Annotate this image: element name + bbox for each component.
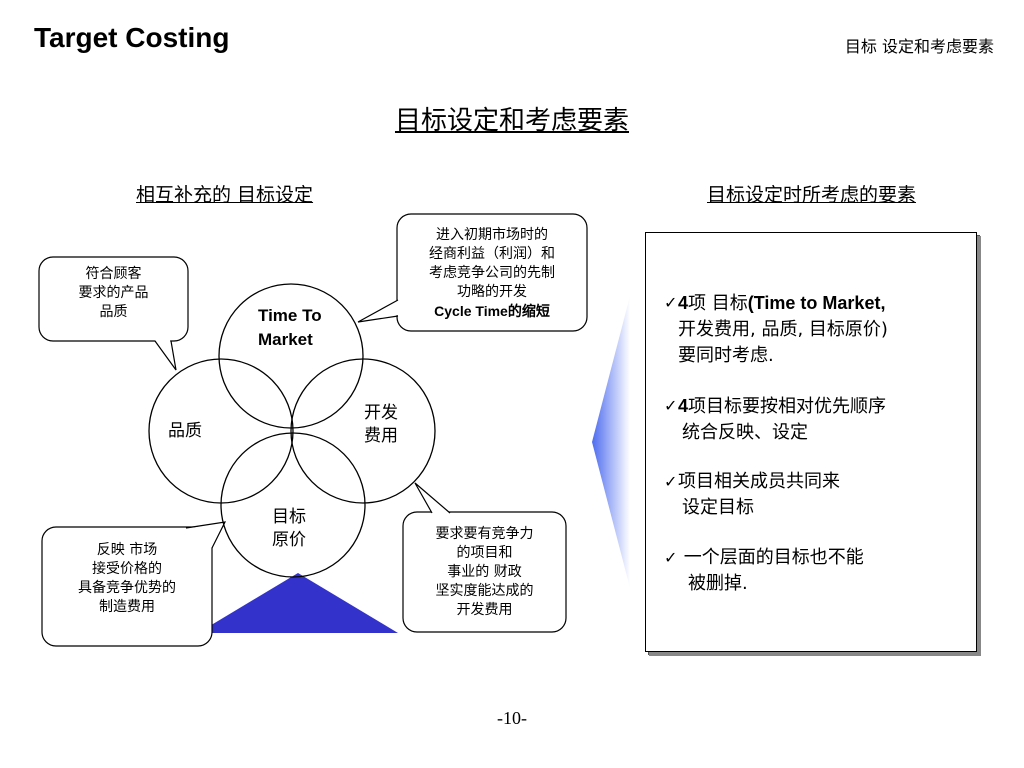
callout-target-cost <box>41 526 213 647</box>
circle-target-cost <box>220 432 366 578</box>
circle-label-time: Time To Market <box>258 306 322 349</box>
left-subtitle: 相互补充的 目标设定 <box>136 184 314 206</box>
gradient-pointer <box>592 296 630 588</box>
breadcrumb: 目标 设定和考虑要素 <box>844 37 994 56</box>
considerations-box: ✓ 4项 目标(Time to Market, 开发费用, 品质, 目标原价) … <box>645 232 977 652</box>
main-heading: 目标设定和考虑要素 <box>394 106 629 136</box>
callout-dev-cost-text: 要求要有竞争力 的项目和 事业的 财政 坚实度能达成的 开发费用 <box>435 526 534 618</box>
callout-quality <box>38 256 189 342</box>
checkmark-icon: ✓ <box>664 293 678 312</box>
callout-dev-cost <box>402 511 567 633</box>
circle-dev-cost <box>290 358 436 504</box>
callout-target-cost-text: 反映 市场 接受价格的 具备竞争优势的 制造费用 <box>78 542 176 615</box>
circle-label-dev-cost: 开发 费用 <box>364 403 398 446</box>
callout-quality-text: 符合顾客 要求的产品 品质 <box>78 266 149 320</box>
callout-time-text: 进入初期市场时的 经商利益（利润）和 考虑竞争公司的先制 功略的开发 Cycle… <box>429 227 555 319</box>
checkmark-icon: ✓ <box>664 548 678 567</box>
circle-label-quality: 品质 <box>168 421 202 441</box>
base-triangle <box>198 573 398 633</box>
list-item: ✓ 项目相关成员共同来 设定目标 <box>664 471 840 518</box>
callout-time <box>396 213 588 332</box>
circle-label-target-cost: 目标 原价 <box>272 507 306 550</box>
page-title: Target Costing <box>34 22 230 53</box>
right-subtitle: 目标设定时所考虑的要素 <box>707 184 917 206</box>
page-number: -10- <box>497 708 527 728</box>
checkmark-icon: ✓ <box>664 396 678 415</box>
list-item: ✓ 4项 目标(Time to Market, 开发费用, 品质, 目标原价) … <box>664 290 888 369</box>
list-item: ✓ 4项目标要按相对优先顺序 统合反映、设定 <box>664 393 886 446</box>
list-item: ✓ 一个层面的目标也不能 被删掉. <box>664 547 864 594</box>
checkmark-icon: ✓ <box>664 472 678 491</box>
